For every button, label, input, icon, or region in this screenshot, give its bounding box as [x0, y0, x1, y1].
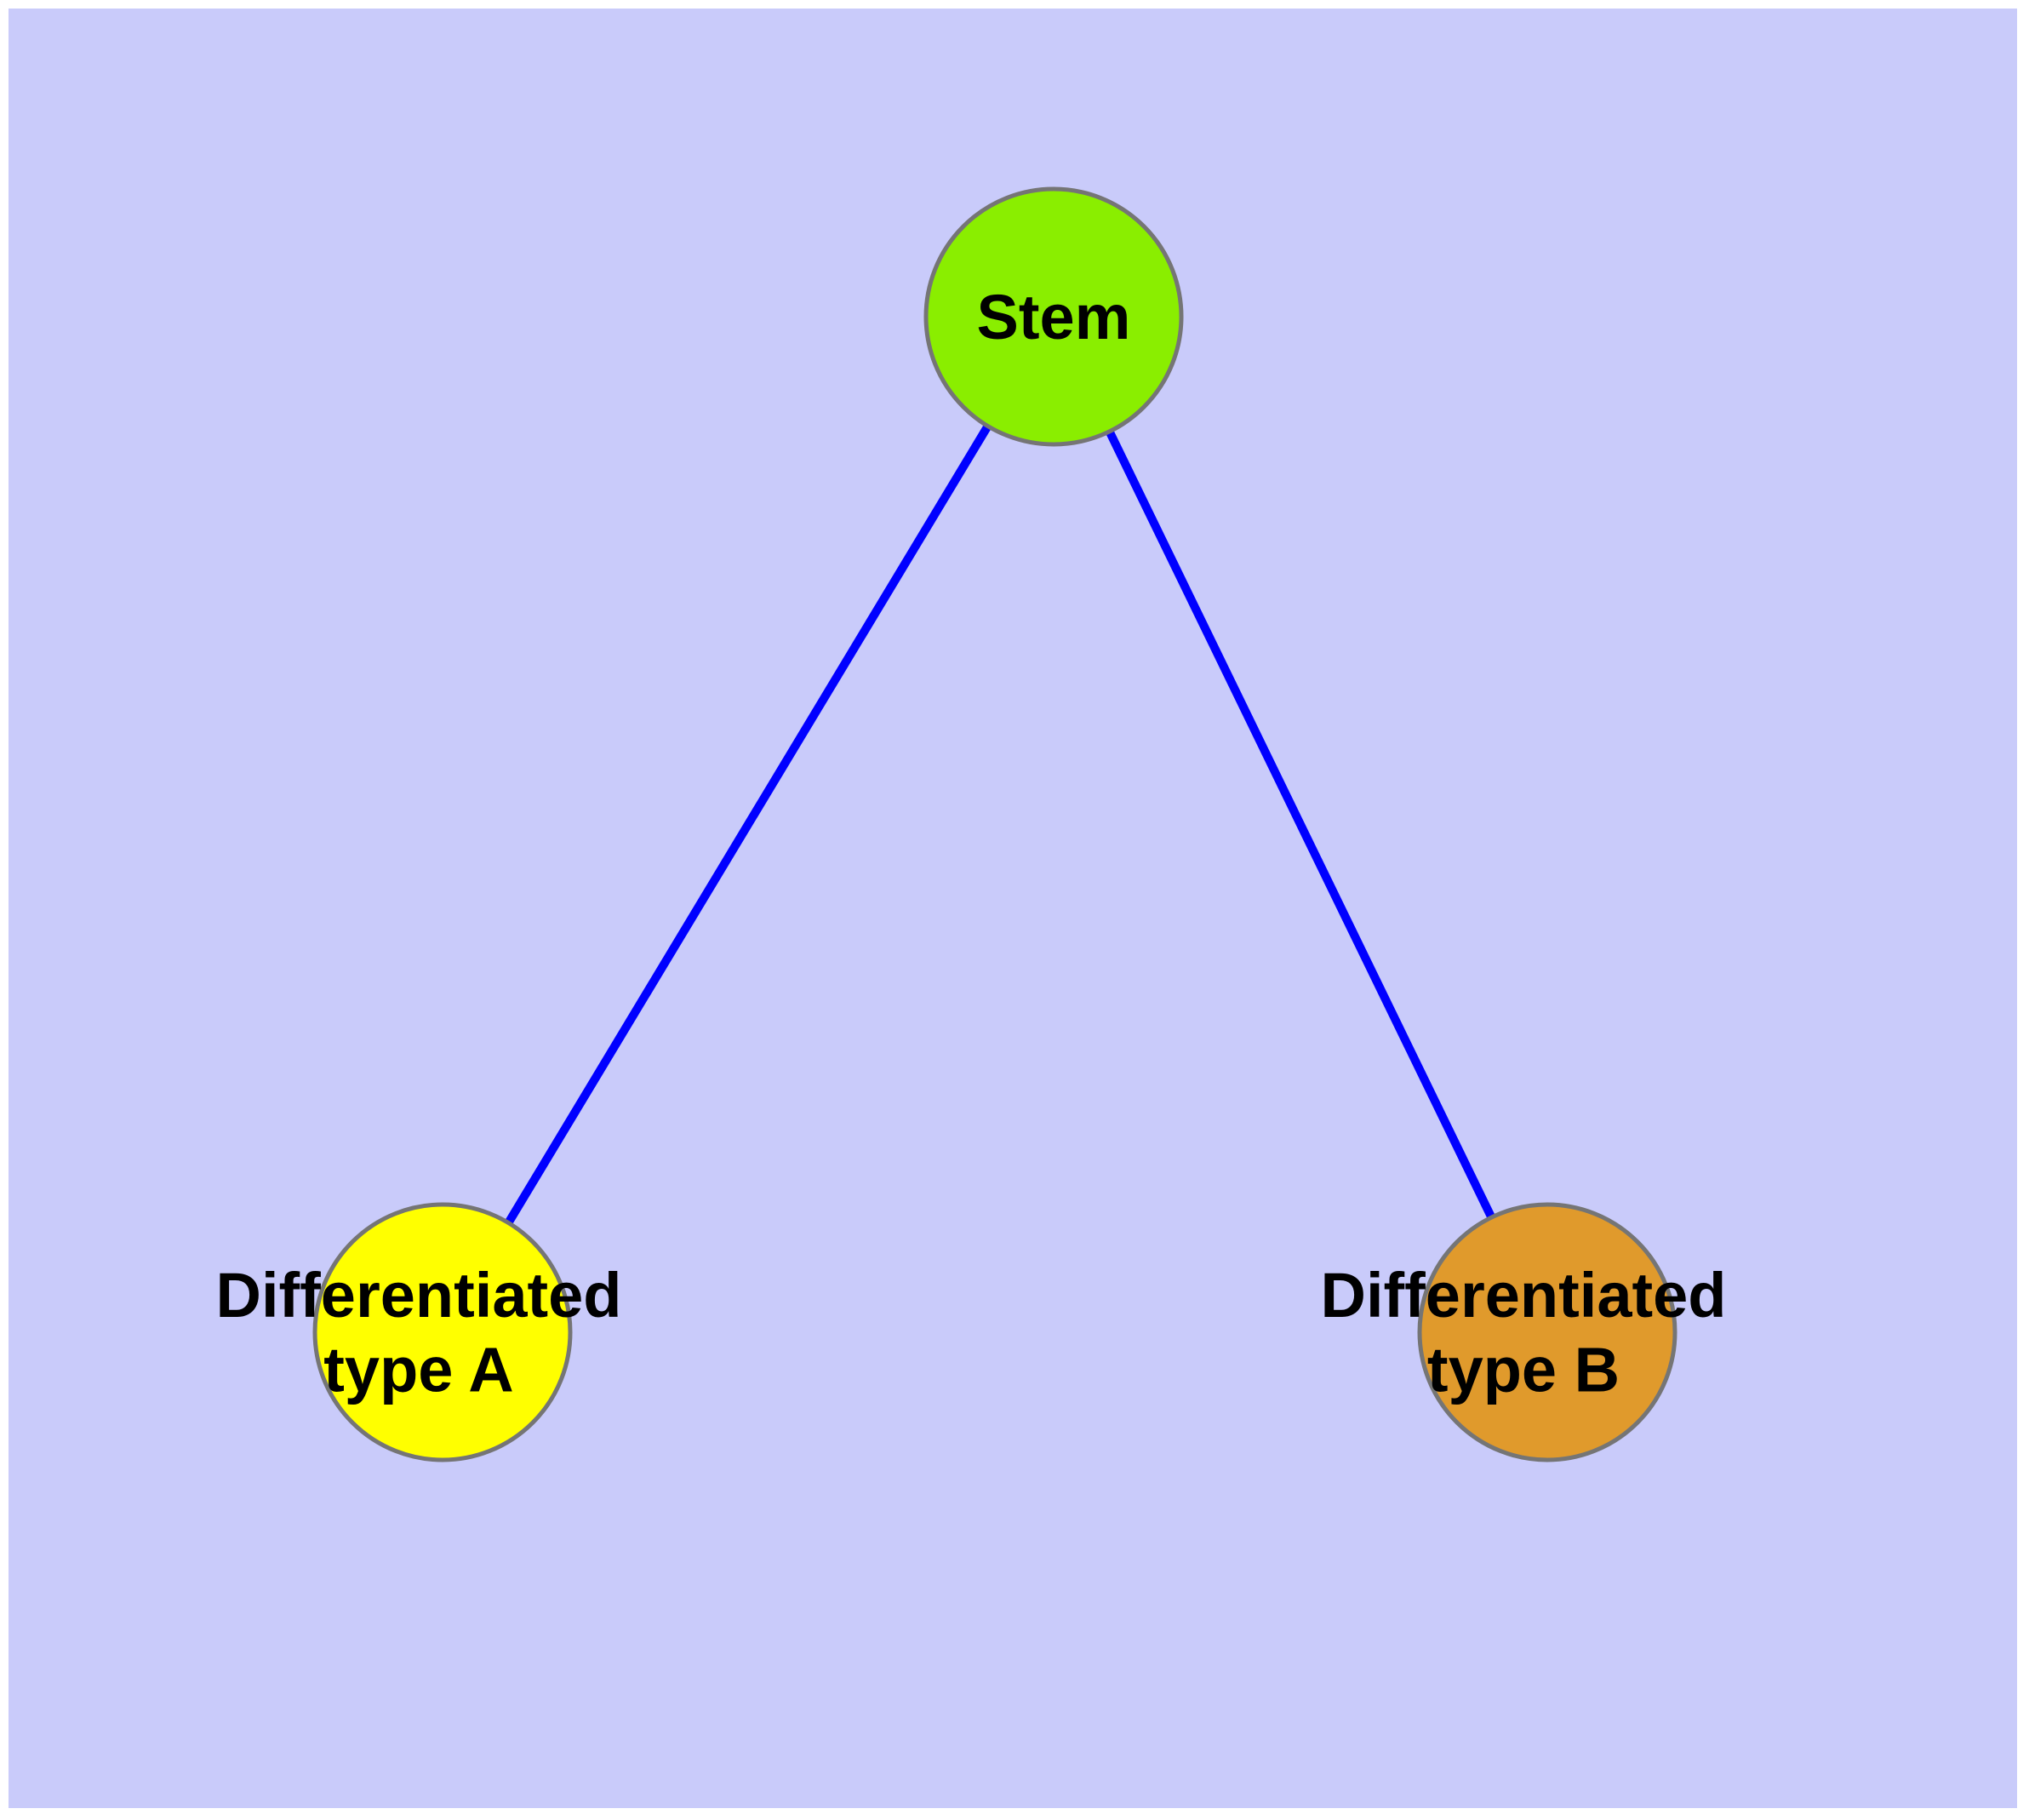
node-circle-stem[interactable] [923, 186, 1184, 447]
node-circle-diff_a[interactable] [312, 1202, 573, 1462]
node-label-line: Differentiated [1321, 1260, 1727, 1331]
node-label-line: type B [1427, 1335, 1620, 1405]
graph-edge[interactable] [438, 314, 1058, 1335]
graph-node-stem[interactable]: Stem [923, 186, 1184, 447]
graph-edge[interactable] [1049, 314, 1552, 1335]
node-label-line: type A [323, 1335, 513, 1405]
node-circle-diff_b[interactable] [1417, 1202, 1677, 1462]
node-label-line: Differentiated [216, 1260, 622, 1331]
edges-layer [438, 314, 1552, 1335]
node-label-line: Stem [977, 282, 1131, 352]
node-label-stem: Stem [977, 282, 1131, 352]
